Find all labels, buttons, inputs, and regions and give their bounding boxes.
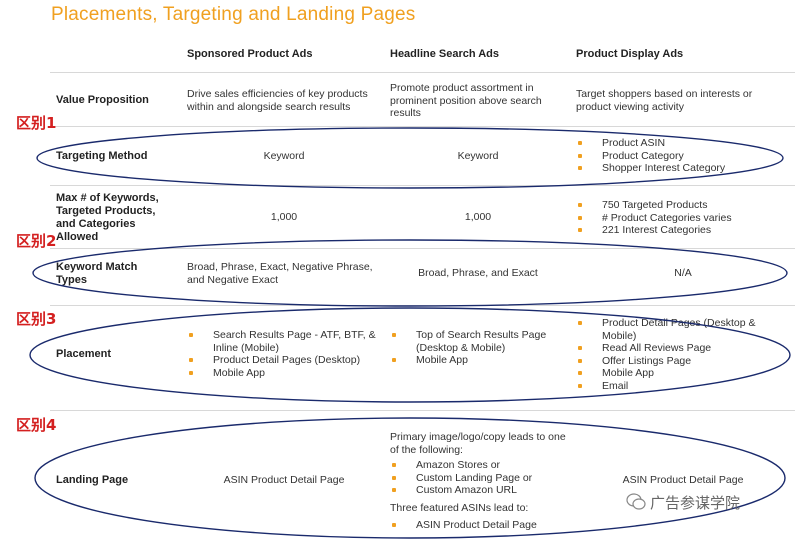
list-item: Mobile App [390, 354, 570, 367]
cell-max-sponsored: 1,000 [270, 211, 298, 223]
oval-zone-3 [29, 307, 791, 403]
row-label-targeting-method: Targeting Method [56, 150, 148, 162]
list-item: ASIN Product Detail Page [390, 519, 570, 532]
list-item: Offer Listings Page [576, 355, 776, 368]
list-item: Custom Amazon URL [390, 484, 570, 497]
bullet-icon [189, 370, 193, 375]
row-divider [50, 248, 795, 249]
cell-placement-headline-list: Top of Search Results Page (Desktop & Mo… [390, 329, 570, 367]
cell-placement-display-list: Product Detail Pages (Desktop & Mobile) … [576, 317, 776, 392]
cell-landing-headline-list2: ASIN Product Detail Page [390, 519, 570, 532]
oval-zone-2 [32, 239, 788, 307]
bullet-icon [392, 463, 396, 467]
cell-match-display: N/A [674, 267, 692, 279]
bullet-icon [578, 166, 582, 170]
bullet-icon [189, 358, 193, 362]
bullet-icon [578, 371, 582, 375]
bullet-icon [392, 333, 396, 337]
list-item: Product Detail Pages (Desktop) [187, 354, 383, 367]
oval-zone-1 [36, 127, 784, 189]
list-item: Custom Landing Page or [390, 472, 570, 485]
bullet-icon [578, 383, 582, 388]
cell-max-headline: 1,000 [464, 211, 492, 223]
bullet-icon [578, 228, 582, 232]
row-label-value-proposition: Value Proposition [56, 94, 149, 106]
list-item: Shopper Interest Category [576, 162, 786, 175]
row-label-placement: Placement [56, 348, 112, 360]
bullet-icon [578, 321, 582, 325]
bullet-icon [578, 203, 582, 207]
cell-max-display-list: 750 Targeted Products # Product Categori… [576, 199, 786, 237]
cell-match-sponsored: Broad, Phrase, Exact, Negative Phrase, a… [187, 261, 373, 286]
zone-label-1: 区别1 [16, 114, 57, 132]
cell-landing-headline-intro: Primary image/logo/copy leads to one of … [390, 431, 566, 456]
bullet-icon [392, 488, 396, 492]
bullet-icon [578, 141, 582, 145]
cell-landing-sponsored: ASIN Product Detail Page [223, 474, 345, 486]
cell-value-display: Target shoppers based on interests or pr… [576, 88, 753, 113]
list-item: Search Results Page - ATF, BTF, & Inline… [187, 329, 383, 354]
row-divider [50, 185, 795, 186]
list-item: Top of Search Results Page (Desktop & Mo… [390, 329, 570, 354]
cell-match-headline: Broad, Phrase, and Exact [418, 267, 538, 279]
zone-label-3: 区别3 [16, 310, 57, 328]
cell-targeting-display-list: Product ASIN Product Category Shopper In… [576, 137, 786, 175]
cell-value-headline: Promote product assortment in prominent … [390, 82, 542, 118]
cell-targeting-sponsored: Keyword [263, 150, 305, 162]
row-divider [50, 72, 795, 73]
row-divider [50, 410, 795, 411]
row-divider [50, 126, 795, 127]
col-header-headline: Headline Search Ads [390, 48, 500, 60]
cell-placement-sponsored-list: Search Results Page - ATF, BTF, & Inline… [187, 329, 383, 379]
bullet-icon [392, 475, 396, 480]
list-item: Amazon Stores or [390, 459, 570, 472]
row-label-landing-page: Landing Page [56, 474, 129, 486]
cell-value-sponsored: Drive sales efficiencies of key products… [187, 88, 368, 113]
bullet-icon [578, 215, 582, 220]
col-header-display: Product Display Ads [576, 48, 684, 60]
page-title: Placements, Targeting and Landing Pages [51, 4, 416, 25]
cell-landing-headline-list: Amazon Stores or Custom Landing Page or … [390, 459, 570, 497]
list-item: Mobile App [187, 367, 383, 380]
list-item: 750 Targeted Products [576, 199, 786, 212]
bullet-icon [578, 346, 582, 350]
list-item: Read All Reviews Page [576, 342, 776, 355]
cell-targeting-headline: Keyword [457, 150, 499, 162]
list-item: Product Category [576, 150, 786, 163]
col-header-sponsored: Sponsored Product Ads [187, 48, 313, 60]
bullet-icon [392, 358, 396, 362]
oval-zone-4 [34, 417, 786, 539]
list-item: Email [576, 380, 776, 393]
list-item: 221 Interest Categories [576, 224, 786, 237]
bullet-icon [578, 358, 582, 363]
bullet-icon [189, 333, 193, 337]
bullet-icon [392, 523, 396, 527]
bullet-icon [578, 153, 582, 158]
cell-landing-display: ASIN Product Detail Page [622, 474, 744, 486]
row-label-match-types: Keyword Match Types [56, 261, 138, 286]
zone-label-2: 区别2 [16, 232, 57, 250]
list-item: Product Detail Pages (Desktop & Mobile) [576, 317, 776, 342]
watermark-text: 广告参谋学院 [650, 494, 741, 512]
list-item: Mobile App [576, 367, 776, 380]
cell-landing-headline-intro2: Three featured ASINs lead to: [390, 502, 529, 514]
zone-label-4: 区别4 [16, 416, 57, 434]
row-label-max-keywords: Max # of Keywords, Targeted Products, an… [56, 192, 159, 243]
wechat-icon [626, 493, 646, 510]
list-item: Product ASIN [576, 137, 786, 150]
list-item: # Product Categories varies [576, 212, 786, 225]
